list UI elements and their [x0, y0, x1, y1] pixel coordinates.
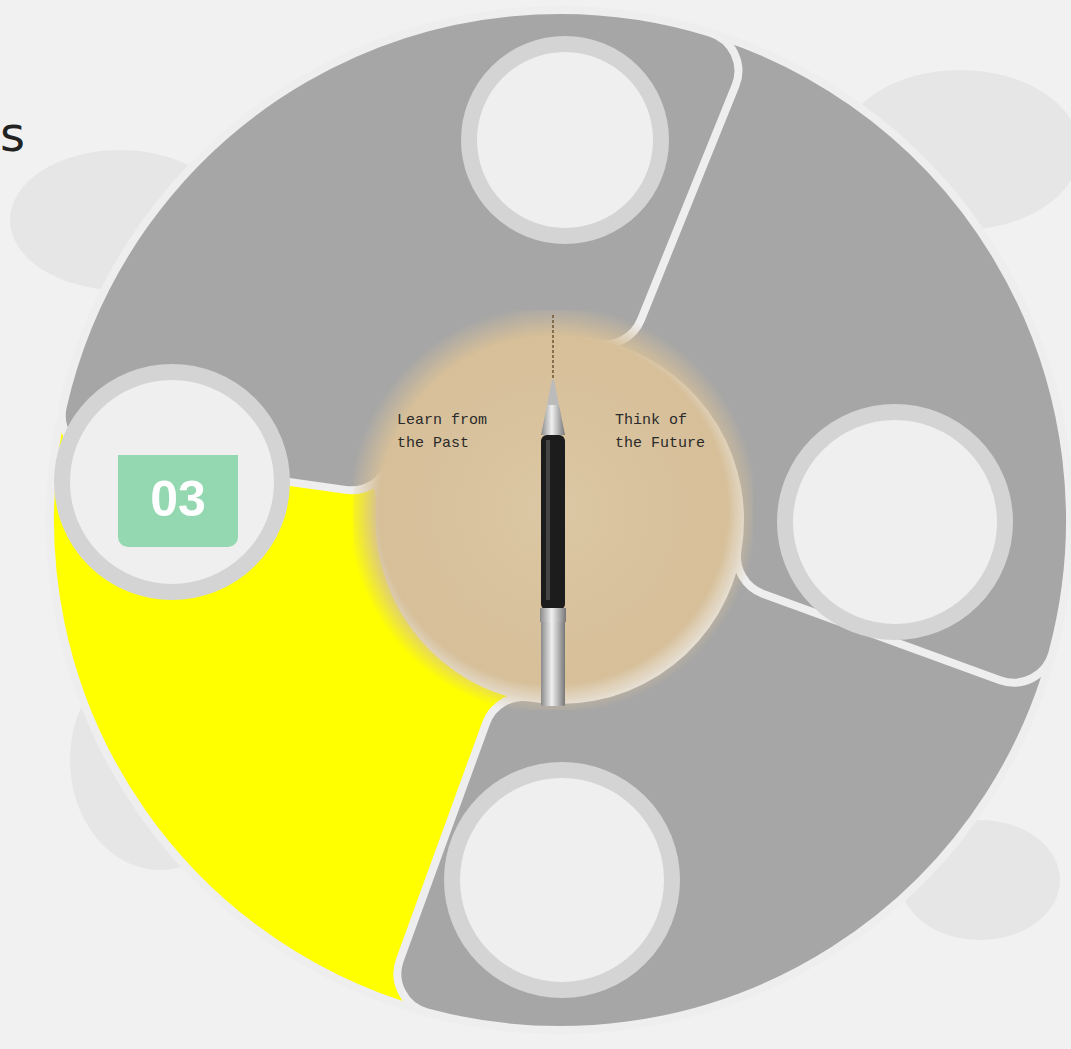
white-circle [452, 770, 672, 990]
cycle-segments [50, 10, 1070, 1030]
photo-caption: Think of the Future [615, 410, 715, 455]
white-circle [62, 372, 282, 592]
photo-circle: Learn from the Past Think of the Future [353, 310, 753, 710]
photo-caption: Learn from the Past [397, 410, 493, 455]
white-circle [785, 412, 1005, 632]
step-number: 03 [118, 467, 238, 532]
pen [540, 310, 566, 710]
white-circle [469, 44, 661, 236]
segment-circles [62, 44, 1005, 990]
title-fragment: s [0, 106, 25, 162]
number-badge: 03 [118, 455, 238, 547]
pen-photo [353, 310, 753, 710]
